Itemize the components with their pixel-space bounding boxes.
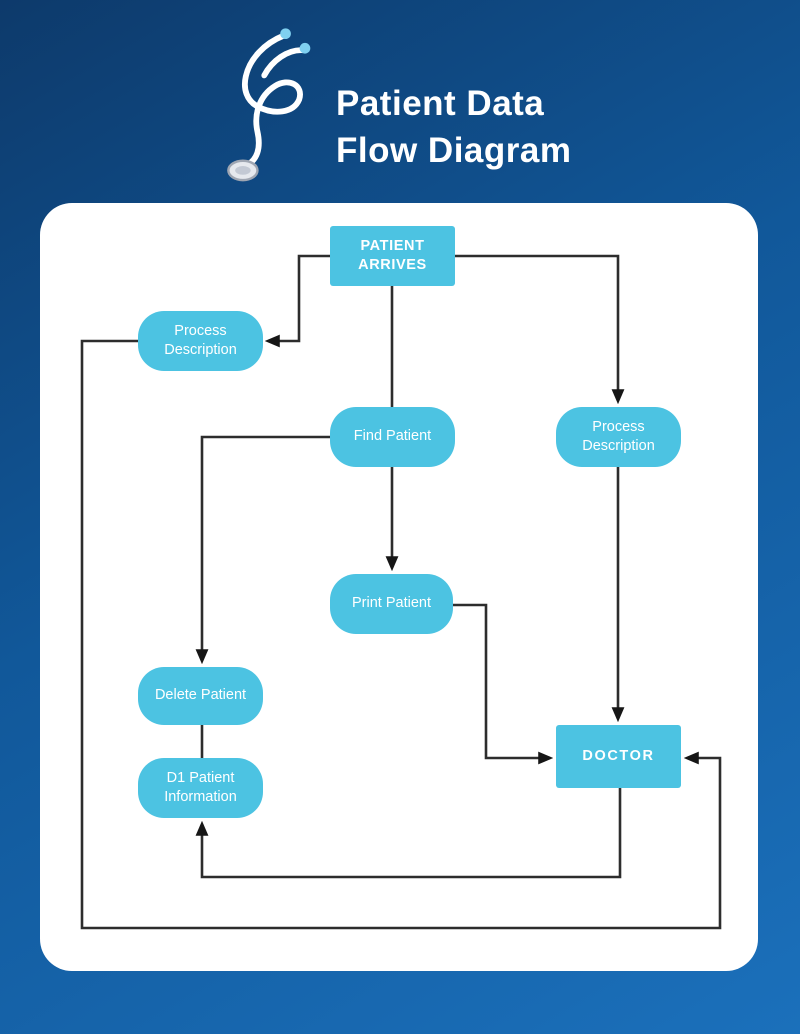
node-label: Delete Patient xyxy=(154,687,247,704)
node-label: PATIENT ARRIVES xyxy=(358,237,427,273)
node-label: Find Patient xyxy=(353,428,432,445)
node-find-patient: Find Patient xyxy=(330,407,455,467)
node-delete-patient: Delete Patient xyxy=(138,667,263,725)
stethoscope-ear-tip xyxy=(299,42,311,54)
node-label: Print Patient xyxy=(352,595,431,612)
stethoscope-tube-main xyxy=(244,79,303,168)
page-title-line-1: Patient Data xyxy=(336,84,545,124)
node-print-patient: Print Patient xyxy=(330,574,453,634)
node-label: Process Description xyxy=(582,418,655,454)
node-process-description-right: Process Description xyxy=(556,407,681,467)
node-label: D1 Patient Information xyxy=(164,769,237,805)
header: Patient Data Flow Diagram xyxy=(0,0,800,203)
stethoscope-ear-tip xyxy=(280,28,291,40)
page-title-line-2: Flow Diagram xyxy=(336,131,572,171)
stethoscope-icon xyxy=(227,28,311,182)
node-process-description-left: Process Description xyxy=(138,311,263,371)
stethoscope-tube-right xyxy=(261,47,306,79)
stethoscope-tube-left xyxy=(242,32,287,110)
node-patient-arrives: PATIENT ARRIVES xyxy=(330,226,455,286)
node-label: Process Description xyxy=(164,322,237,358)
stethoscope-chestpiece-center xyxy=(235,166,251,175)
node-doctor: DOCTOR xyxy=(556,725,681,788)
page-title: Patient Data Flow Diagram xyxy=(336,80,571,174)
node-label: DOCTOR xyxy=(582,747,655,764)
node-d1-patient-information: D1 Patient Information xyxy=(138,758,263,818)
